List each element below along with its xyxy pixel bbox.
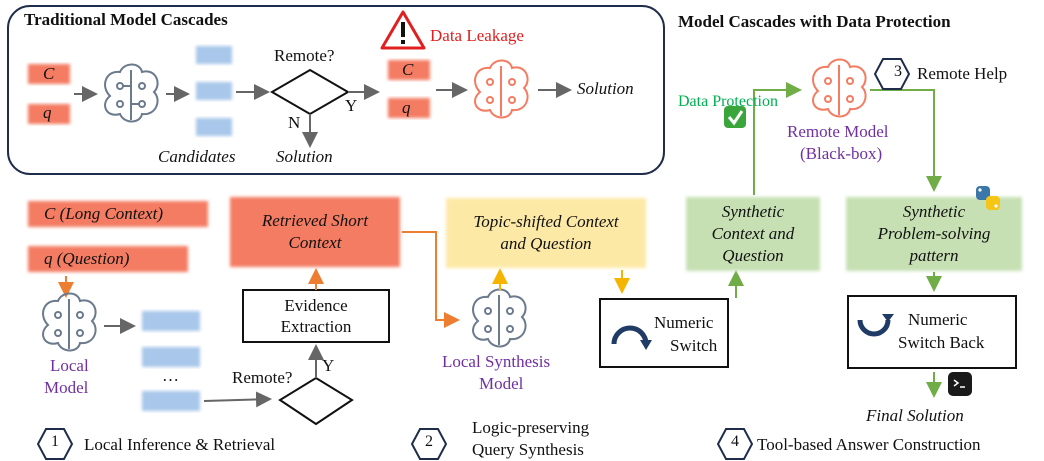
- chunk-2: [142, 347, 200, 367]
- long-context-label: C (Long Context): [44, 204, 163, 223]
- rotate-back-icon: [857, 314, 894, 337]
- evidence-line-2: Extraction: [280, 317, 352, 336]
- numeric-switch-box: [599, 298, 729, 368]
- arrow-to-remote-model: [753, 82, 802, 195]
- rotate-clockwise-icon: [611, 325, 652, 350]
- step-3-number: 3: [894, 63, 902, 80]
- trad-candidate-3: [196, 118, 232, 136]
- trad-remote-label: Remote?: [274, 46, 335, 65]
- remote-check-diamond: [278, 376, 354, 426]
- step-4-label: Tool-based Answer Construction: [757, 435, 981, 454]
- trad-out-question-block: [388, 98, 430, 118]
- trad-question-block: [28, 104, 70, 124]
- step-1-number: 1: [51, 433, 59, 450]
- pattern-line-3: pattern: [909, 246, 959, 265]
- remote-model-label-2: (Black-box): [800, 144, 883, 163]
- step-3-badge: [873, 58, 911, 90]
- synthetic-line-1: Synthetic: [721, 202, 785, 221]
- trad-context-block: [28, 64, 70, 84]
- trad-remote-brain-icon: [474, 59, 529, 119]
- step-2-label-2: Query Synthesis: [472, 440, 584, 459]
- checkmark-icon: [724, 106, 746, 128]
- data-protection-label: Data Protection: [678, 93, 778, 110]
- local-synthesis-brain-icon: [472, 288, 527, 348]
- step-2-number: 2: [425, 433, 433, 450]
- arrow-to-synthesis-model: [402, 231, 460, 328]
- trad-no-label: N: [288, 113, 301, 132]
- switch-back-line-1: Numeric: [908, 310, 968, 329]
- trad-out-context-label: C: [402, 60, 414, 79]
- question-block: [28, 246, 188, 272]
- trad-out-context-block: [388, 60, 430, 80]
- remote-model-brain-icon: [812, 58, 867, 118]
- pattern-text: Synthetic Problem-solving pattern: [846, 197, 1022, 271]
- trad-out-question-label: q: [402, 98, 411, 117]
- chunk-1: [142, 311, 200, 331]
- trad-yes-label: Y: [345, 96, 358, 115]
- evidence-line-1: Evidence: [284, 296, 348, 315]
- numeric-switch-line-2: Switch: [670, 336, 718, 355]
- remote-help-label: Remote Help: [917, 64, 1008, 83]
- final-solution-label: Final Solution: [866, 406, 964, 425]
- switch-back-line-2: Switch Back: [898, 333, 985, 352]
- data-leakage-label: Data Leakage: [430, 26, 524, 45]
- retrieved-line-2: Context: [288, 233, 342, 252]
- synthetic-context-block: [686, 197, 820, 271]
- synthetic-context-text: Synthetic Context and Question: [686, 197, 820, 271]
- synthesis-model-label-1: Local Synthesis: [442, 352, 551, 371]
- terminal-icon: [948, 372, 972, 396]
- arrow-to-remote-check: [203, 391, 272, 408]
- trad-context-label: C: [43, 64, 55, 83]
- trad-candidate-2: [196, 82, 232, 100]
- retrieved-context-block: [230, 197, 400, 267]
- remote-check-yes: Y: [322, 356, 335, 375]
- trad-candidate-1: [196, 46, 232, 64]
- synthetic-line-3: Question: [722, 246, 784, 265]
- retrieved-context-text: Retrieved Short Context: [230, 197, 400, 267]
- evidence-extraction-text: Evidence Extraction: [243, 290, 389, 342]
- step-1-badge: [36, 428, 74, 460]
- pattern-line-1: Synthetic: [902, 202, 966, 221]
- protected-title: Model Cascades with Data Protection: [678, 12, 951, 31]
- long-context-block: [28, 201, 208, 227]
- trad-solution-no: Solution: [276, 147, 333, 166]
- topic-shift-text: Topic-shifted Context and Question: [446, 198, 646, 268]
- warning-icon: [380, 10, 426, 50]
- trad-remote-diamond: [270, 68, 350, 116]
- remote-check-label: Remote?: [232, 368, 293, 387]
- synthesis-model-label-2: Model: [479, 374, 524, 393]
- chunk-3: [142, 391, 200, 411]
- step-2-label-1: Logic-preserving: [472, 418, 590, 437]
- retrieved-line-1: Retrieved Short: [261, 211, 369, 230]
- numeric-switch-line-1: Numeric: [654, 313, 714, 332]
- local-model-brain-icon: [42, 292, 97, 352]
- trad-local-brain-icon: [104, 63, 159, 123]
- candidates-label: Candidates: [158, 147, 236, 166]
- synthetic-line-2: Context and: [711, 224, 795, 243]
- trad-question-label: q: [43, 103, 52, 122]
- remote-model-label-1: Remote Model: [787, 122, 889, 141]
- topic-line-2: and Question: [500, 234, 592, 253]
- local-model-label-1: Local: [50, 356, 89, 375]
- topic-line-1: Topic-shifted Context: [473, 212, 619, 231]
- local-model-label-2: Model: [44, 378, 89, 397]
- step-4-badge: [716, 428, 754, 460]
- topic-shift-block: [446, 198, 646, 268]
- python-icon: [976, 186, 1000, 210]
- chunks-ellipsis: …: [162, 366, 179, 385]
- step-1-label: Local Inference & Retrieval: [84, 435, 276, 454]
- question-label: q (Question): [44, 249, 130, 268]
- pattern-line-2: Problem-solving: [877, 224, 991, 243]
- step-4-number: 4: [731, 433, 739, 450]
- traditional-panel-border: [7, 5, 665, 175]
- trad-solution-yes: Solution: [577, 79, 634, 98]
- step-2-badge: [410, 428, 448, 460]
- traditional-title: Traditional Model Cascades: [24, 10, 228, 29]
